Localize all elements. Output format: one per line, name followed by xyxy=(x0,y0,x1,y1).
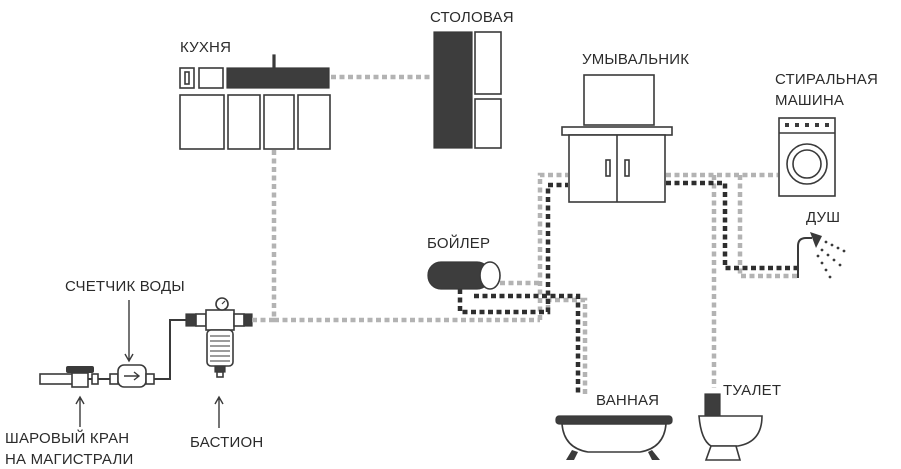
dining-cabinet-top xyxy=(474,31,502,95)
kitchen-cabinet-1 xyxy=(179,94,225,150)
filter-outlet-fitting xyxy=(243,313,253,327)
boiler-icon xyxy=(427,261,501,290)
kitchen-cabinet-3 xyxy=(263,94,295,150)
washing-machine-button xyxy=(795,123,799,127)
dining-icon xyxy=(433,31,502,149)
water-meter-direction-icon xyxy=(124,371,141,381)
washing-machine-button xyxy=(825,123,829,127)
label-toilet: ТУАЛЕТ xyxy=(723,382,781,399)
label-shower: ДУШ xyxy=(806,209,840,226)
water-meter-arrow xyxy=(124,300,134,363)
washbasin-mirror xyxy=(583,74,655,126)
washing-machine-buttons xyxy=(785,123,829,127)
label-boiler: БОЙЛЕР xyxy=(427,234,490,252)
filter-head xyxy=(205,309,235,331)
label-bath: ВАННАЯ xyxy=(596,392,659,409)
hot-line-shower xyxy=(666,180,798,271)
washing-machine-icon xyxy=(778,117,836,197)
label-washing-machine-1: СТИРАЛЬНАЯ xyxy=(775,71,878,88)
washbasin-icon xyxy=(561,74,673,203)
label-washing-machine-2: МАШИНА xyxy=(775,92,844,109)
filter-gauge-needle xyxy=(221,300,226,305)
shower-spray xyxy=(816,240,846,279)
washbasin-top xyxy=(561,126,673,136)
filter-drain-tip xyxy=(216,371,224,378)
water-meter-nut-right xyxy=(145,373,155,385)
label-ball-valve-1: ШАРОВЫЙ КРАН xyxy=(5,429,129,447)
ball-valve-handle xyxy=(66,366,94,373)
cold-line-washbasin xyxy=(537,172,568,320)
filter-arrow xyxy=(214,395,224,428)
hot-water-lines xyxy=(457,180,798,395)
bath-tub xyxy=(561,423,667,453)
boiler-cap xyxy=(479,261,501,290)
dining-cabinet-bottom xyxy=(474,98,502,149)
bath-icon xyxy=(555,415,673,460)
filter-mesh xyxy=(210,335,230,362)
toilet-bowl xyxy=(698,415,763,447)
kitchen-oven-small xyxy=(198,67,224,89)
cold-line-shower xyxy=(737,175,798,279)
kitchen-cabinet-4 xyxy=(297,94,331,150)
label-water-meter: СЧЕТЧИК ВОДЫ xyxy=(65,278,185,295)
bath-leg-left xyxy=(566,450,578,460)
label-kitchen: КУХНЯ xyxy=(180,39,231,56)
toilet-icon xyxy=(698,393,763,461)
filter-inlet-fitting xyxy=(185,313,197,327)
ball-valve-body xyxy=(71,372,89,388)
filter-drain-valve xyxy=(214,365,226,373)
pointer-arrows xyxy=(75,300,224,428)
label-washbasin: УМЫВАЛЬНИК xyxy=(582,51,689,68)
kitchen-faucet xyxy=(272,54,276,69)
filter-outlet-nut xyxy=(233,313,245,327)
washbasin-handle-left xyxy=(605,159,611,177)
washing-machine-button xyxy=(805,123,809,127)
dining-cabinet-dark xyxy=(433,31,473,149)
bath-leg-right xyxy=(648,450,660,460)
filter-icon xyxy=(185,297,253,378)
ball-valve-arrow xyxy=(75,395,85,427)
ball-valve-icon xyxy=(66,366,99,388)
washing-machine-button xyxy=(785,123,789,127)
shower-head xyxy=(810,232,822,248)
label-ball-valve-2: НА МАГИСТРАЛИ xyxy=(5,451,133,468)
shower-pipe xyxy=(797,237,812,278)
toilet-base xyxy=(704,445,742,461)
water-meter-icon xyxy=(109,364,155,388)
hot-line-boiler-washbasin xyxy=(457,182,568,315)
bath-rim xyxy=(555,415,673,425)
toilet-tank xyxy=(704,393,721,417)
kitchen-shelf-inner xyxy=(184,71,190,85)
label-filter: БАСТИОН xyxy=(190,434,263,451)
cold-water-lines xyxy=(271,74,798,395)
ball-valve-nut xyxy=(91,373,99,385)
washing-machine-door-inner xyxy=(792,149,822,179)
shower-icon xyxy=(797,232,846,279)
hot-line-bath xyxy=(474,293,581,395)
label-dining: СТОЛОВАЯ xyxy=(430,9,514,26)
kitchen-icon xyxy=(179,54,331,150)
filter-inlet-nut xyxy=(195,313,207,327)
water-meter-nut-left xyxy=(109,373,119,385)
washbasin-handle-right xyxy=(624,159,630,177)
washing-machine-button xyxy=(815,123,819,127)
inlet-pipe xyxy=(39,373,77,385)
kitchen-countertop xyxy=(226,67,330,89)
cold-line-bath xyxy=(545,297,588,395)
kitchen-cabinet-2 xyxy=(227,94,261,150)
